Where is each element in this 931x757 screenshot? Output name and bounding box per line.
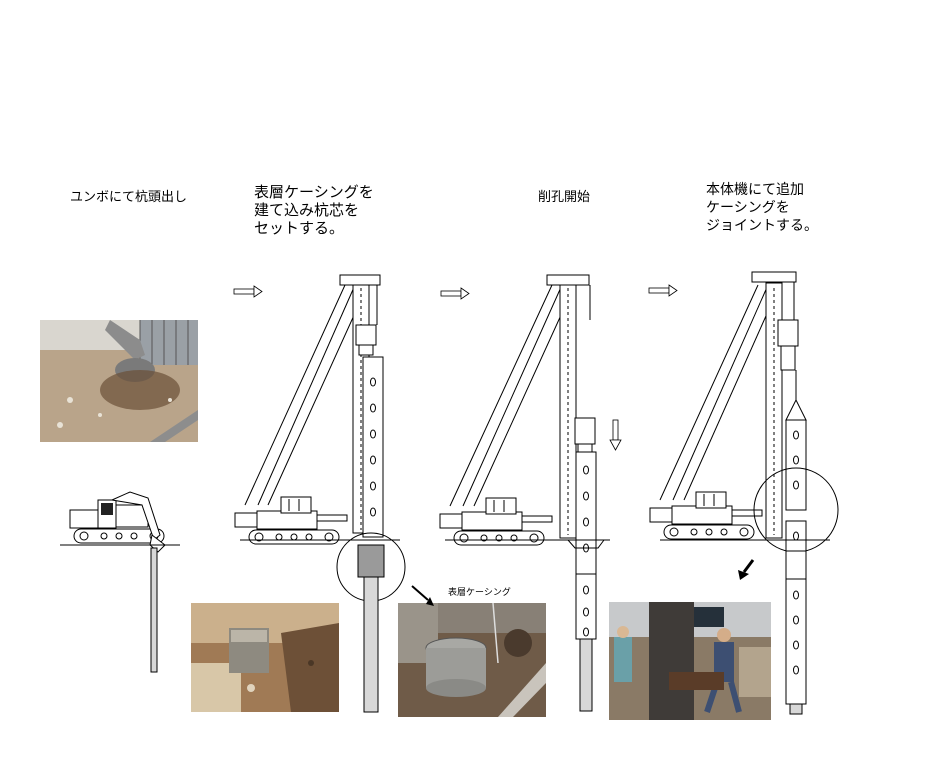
joint-casing-photo	[609, 602, 771, 720]
step-arrows	[233, 284, 755, 606]
arrow-down-drilling	[609, 419, 622, 451]
arrow-right-3	[648, 284, 678, 297]
arrow-diagonal-photo4	[738, 559, 755, 580]
step1-caption: ユンボにて杭頭出し	[70, 190, 188, 205]
step2-crane	[235, 274, 406, 713]
excavator-photo-image	[40, 320, 198, 442]
arrow-diagonal-photo3	[411, 585, 434, 606]
joint-casing-photo-image	[609, 602, 771, 720]
step4-crane	[650, 271, 839, 715]
step1-excavator	[60, 491, 180, 673]
step3-caption: 削孔開始	[538, 190, 591, 205]
surface-casing-label: 表層ケーシング	[448, 588, 511, 598]
step2-caption: 表層ケーシングを 建て込み杭芯を セットする。	[254, 183, 374, 237]
step4-caption: 本体機にて追加 ケーシングを ジョイントする。	[706, 182, 818, 234]
surface-casing-photo	[398, 603, 546, 717]
excavator-photo	[40, 320, 198, 442]
pile-head-photo-image	[191, 603, 339, 712]
surface-casing-photo-image	[398, 603, 546, 717]
arrow-right-1	[233, 285, 263, 298]
step3-crane	[440, 274, 610, 712]
pile-head-photo	[191, 603, 339, 712]
arrow-right-2	[440, 287, 470, 300]
